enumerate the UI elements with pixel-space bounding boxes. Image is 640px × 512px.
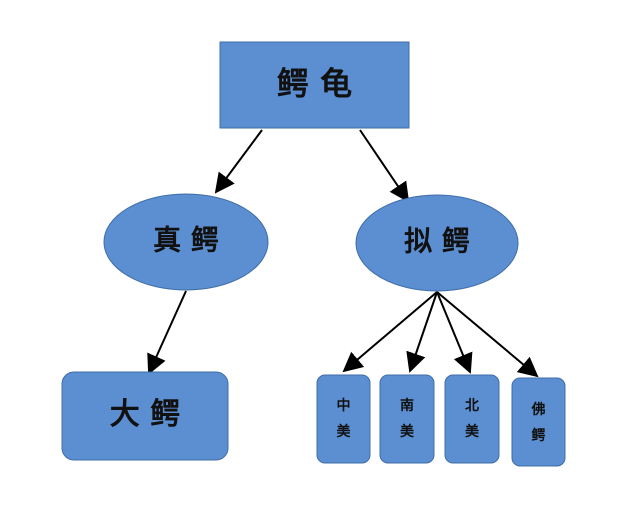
node-true-croc-label: 真 鳄	[153, 224, 219, 257]
node-south-america-label-bottom: 美	[400, 423, 415, 440]
node-north-america-label-bottom: 美	[465, 423, 480, 440]
node-south-america-label-top: 南	[400, 397, 414, 414]
node-big-croc-label: 大 鳄	[110, 397, 180, 432]
node-mid-america-label-top: 中	[337, 397, 351, 414]
node-florida-croc: 佛 鳄	[511, 377, 566, 467]
node-florida-croc-label-bottom: 鳄	[532, 427, 546, 444]
edge-true-croc-big-croc	[147, 290, 187, 375]
node-big-croc-box	[61, 371, 229, 461]
node-pseudo-croc-ellipse	[355, 194, 519, 292]
node-mid-america-box	[316, 374, 371, 464]
edge-pseudo-croc-south-america	[406, 291, 438, 373]
node-south-america-box	[379, 374, 435, 464]
node-florida-croc-label-top: 佛	[531, 401, 546, 418]
edge-root-true-croc	[214, 129, 263, 194]
node-north-america-label-top: 北	[465, 398, 479, 414]
node-root: 鳄 龟	[219, 41, 410, 129]
edge-root-pseudo-croc	[359, 129, 410, 203]
edges	[147, 129, 539, 378]
node-north-america-box	[444, 374, 500, 464]
node-big-croc: 大 鳄	[61, 371, 229, 461]
node-root-label: 鳄 龟	[277, 65, 352, 103]
node-mid-america: 中 美	[316, 374, 371, 464]
node-north-america: 北 美	[444, 374, 500, 464]
node-pseudo-croc: 拟 鳄	[355, 194, 519, 292]
node-true-croc: 真 鳄	[103, 193, 269, 291]
node-true-croc-ellipse	[103, 193, 269, 291]
node-florida-croc-box	[511, 377, 566, 467]
edge-pseudo-croc-mid-america	[342, 291, 438, 373]
node-root-box	[219, 41, 410, 129]
node-pseudo-croc-label: 拟 鳄	[404, 225, 470, 258]
edge-pseudo-croc-north-america	[436, 291, 473, 374]
edge-pseudo-croc-florida-croc	[436, 291, 539, 378]
node-mid-america-label-bottom: 美	[337, 423, 352, 440]
node-south-america: 南 美	[379, 374, 435, 464]
